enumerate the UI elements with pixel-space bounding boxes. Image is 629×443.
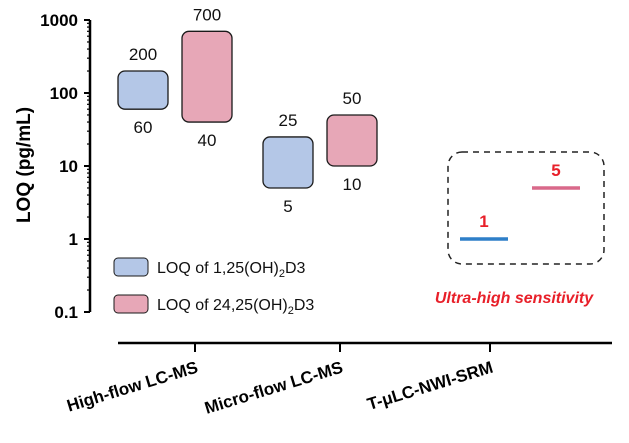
legend-label-series-2: LOQ of 24,25(OH)2D3 (157, 297, 314, 317)
bar-low-label: 10 (343, 175, 362, 194)
bar-high-label: 200 (129, 45, 157, 64)
range-bar (262, 136, 314, 189)
x-category-label: Micro-flow LC-MS (202, 358, 345, 418)
y-tick-label: 1000 (40, 11, 78, 30)
range-bar (326, 114, 378, 167)
bar-high-label: 50 (343, 89, 362, 108)
legend-label-series-1: LOQ of 1,25(OH)2D3 (157, 260, 306, 280)
y-axis-label: LOQ (pg/mL) (14, 107, 35, 223)
value-line-label: 5 (551, 161, 560, 180)
bar-low-label: 40 (198, 131, 217, 150)
y-tick-label: 100 (50, 84, 78, 103)
bar-low-label: 5 (283, 197, 292, 216)
legend-swatch-series-2 (113, 294, 149, 314)
y-tick-label: 0.1 (54, 303, 78, 322)
ultra-high-sensitivity-annotation: Ultra-high sensitivity (435, 290, 594, 307)
legend: LOQ of 1,25(OH)2D3 LOQ of 24,25(OH)2D3 (113, 257, 314, 317)
highlight-box (447, 151, 605, 265)
range-bars (117, 30, 378, 189)
range-bar (117, 70, 169, 110)
bar-high-label: 25 (279, 111, 298, 130)
bar-low-label: 60 (134, 118, 153, 137)
y-tick-label: 10 (59, 157, 78, 176)
data-labels: 200 60 25 5 1 700 40 50 10 5 (129, 5, 561, 231)
range-bar (181, 30, 233, 123)
bar-high-label: 700 (193, 5, 221, 24)
value-lines (460, 182, 580, 244)
x-category-label: High-flow LC-MS (65, 358, 201, 416)
y-ticks: 0.1 1 10 100 1000 (40, 11, 90, 322)
y-tick-label: 1 (69, 230, 78, 249)
value-line-label: 1 (479, 212, 488, 231)
x-category-label: T-μLC-NWI-SRM (365, 358, 495, 414)
legend-swatch-series-1 (113, 257, 149, 277)
